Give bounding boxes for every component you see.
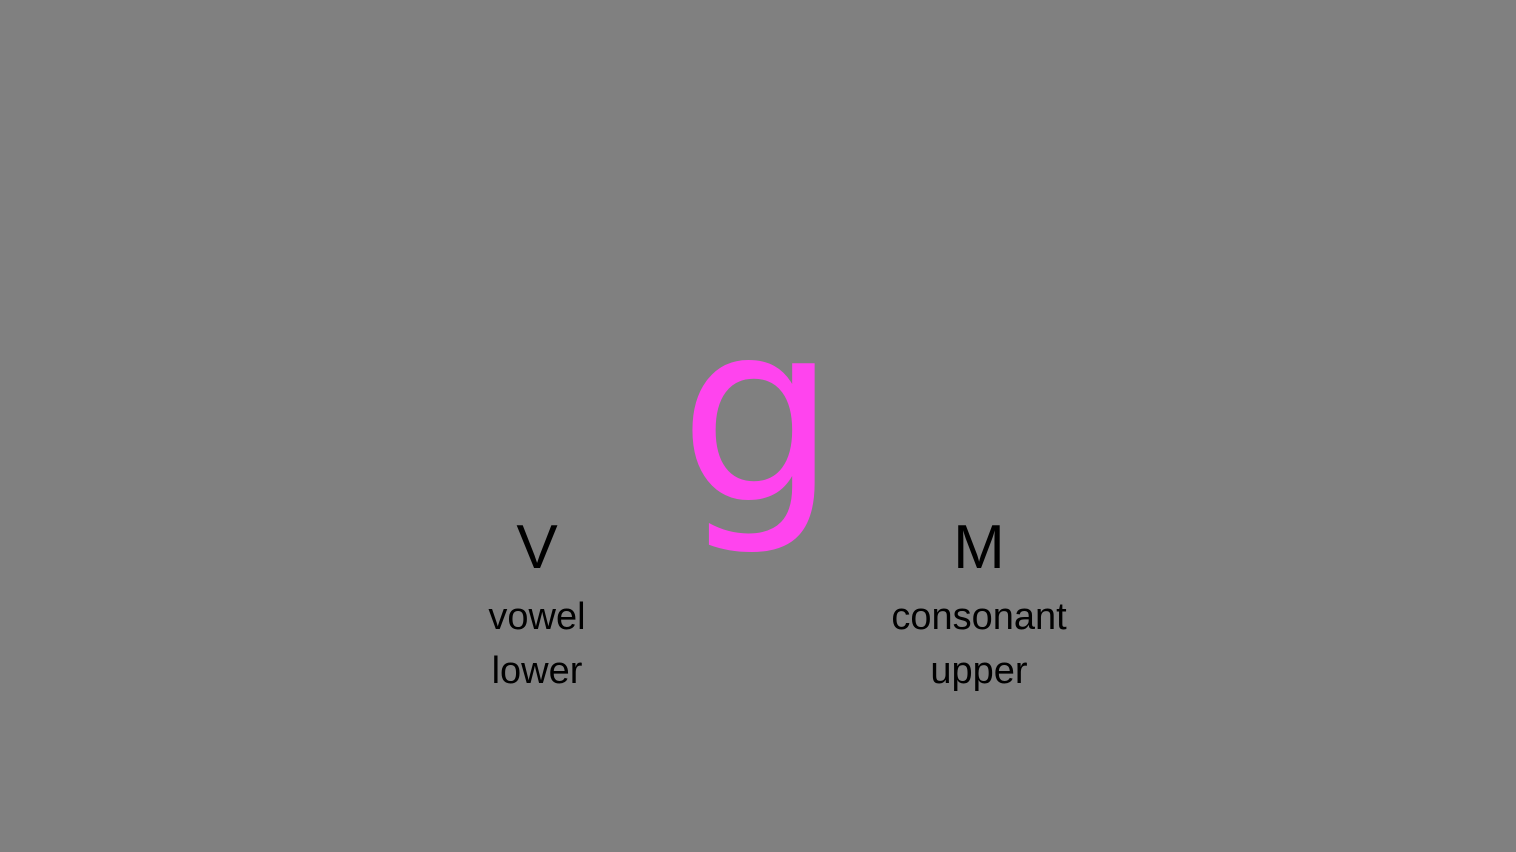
right-key-label: M	[953, 513, 1005, 582]
left-key-label: V	[516, 513, 558, 582]
right-category-line-1: consonant	[891, 596, 1067, 638]
left-category-line-1: vowel	[488, 596, 586, 638]
response-option-right: M consonant upper	[849, 516, 1109, 698]
response-option-left: V vowel lower	[407, 516, 667, 698]
right-category-label: consonant upper	[849, 590, 1109, 698]
right-category-line-2: upper	[930, 650, 1028, 692]
left-category-line-2: lower	[491, 650, 583, 692]
target-letter: g	[678, 268, 838, 559]
left-category-label: vowel lower	[407, 590, 667, 698]
